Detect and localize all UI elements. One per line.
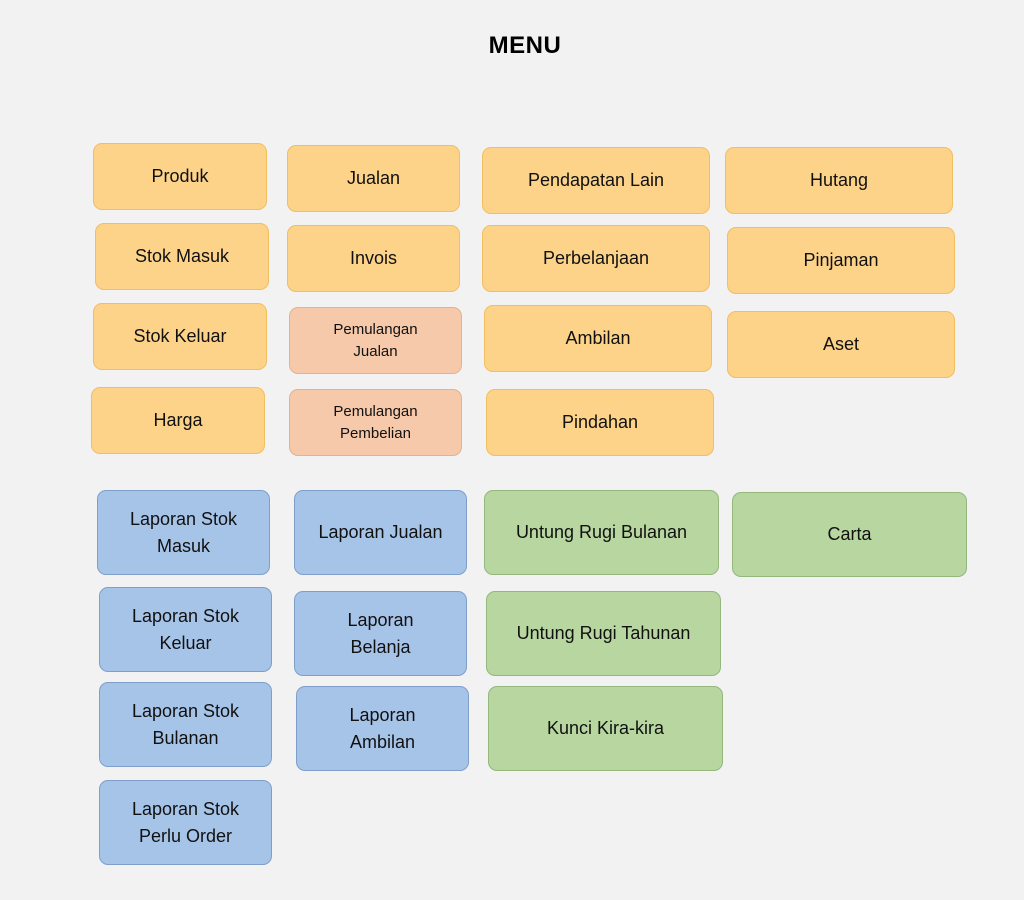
stok-keluar-button[interactable]: Stok Keluar <box>93 303 267 370</box>
laporan-jualan-button[interactable]: Laporan Jualan <box>294 490 467 575</box>
laporan-stok-keluar-button[interactable]: Laporan Stok Keluar <box>99 587 272 672</box>
laporan-stok-bulanan-button[interactable]: Laporan Stok Bulanan <box>99 682 272 767</box>
pindahan-label: Pindahan <box>561 412 639 432</box>
laporan-stok-masuk-label: Laporan Stok Masuk <box>129 508 238 556</box>
harga-label: Harga <box>153 410 203 430</box>
perbelanjaan-label: Perbelanjaan <box>542 248 650 268</box>
laporan-stok-masuk-button[interactable]: Laporan Stok Masuk <box>97 490 270 575</box>
harga-button[interactable]: Harga <box>91 387 265 454</box>
laporan-belanja-button[interactable]: Laporan Belanja <box>294 591 467 676</box>
stok-masuk-label: Stok Masuk <box>134 246 230 266</box>
laporan-stok-perlu-order-button[interactable]: Laporan Stok Perlu Order <box>99 780 272 865</box>
hutang-label: Hutang <box>809 170 869 190</box>
stok-masuk-button[interactable]: Stok Masuk <box>95 223 269 290</box>
aset-label: Aset <box>822 334 860 354</box>
pendapatan-lain-button[interactable]: Pendapatan Lain <box>482 147 710 214</box>
pemulangan-jualan-button[interactable]: Pemulangan Jualan <box>289 307 462 374</box>
aset-button[interactable]: Aset <box>727 311 955 378</box>
laporan-belanja-label: Laporan Belanja <box>347 609 414 657</box>
untung-rugi-tahunan-label: Untung Rugi Tahunan <box>516 623 691 643</box>
ambilan-button[interactable]: Ambilan <box>484 305 712 372</box>
pinjaman-label: Pinjaman <box>803 250 879 270</box>
laporan-ambilan-button[interactable]: Laporan Ambilan <box>296 686 469 771</box>
kunci-kira-kira-label: Kunci Kira-kira <box>546 718 665 738</box>
untung-rugi-bulanan-button[interactable]: Untung Rugi Bulanan <box>484 490 719 575</box>
untung-rugi-tahunan-button[interactable]: Untung Rugi Tahunan <box>486 591 721 676</box>
hutang-button[interactable]: Hutang <box>725 147 953 214</box>
kunci-kira-kira-button[interactable]: Kunci Kira-kira <box>488 686 723 771</box>
jualan-button[interactable]: Jualan <box>287 145 460 212</box>
laporan-ambilan-label: Laporan Ambilan <box>349 704 416 752</box>
page-title: MENU <box>488 32 562 59</box>
laporan-stok-keluar-label: Laporan Stok Keluar <box>131 605 240 653</box>
pemulangan-pembelian-label: Pemulangan Pembelian <box>333 402 418 442</box>
pemulangan-jualan-label: Pemulangan Jualan <box>333 320 418 360</box>
jualan-label: Jualan <box>346 168 401 188</box>
pindahan-button[interactable]: Pindahan <box>486 389 714 456</box>
laporan-jualan-label: Laporan Jualan <box>318 522 443 542</box>
carta-label: Carta <box>827 524 872 544</box>
pemulangan-pembelian-button[interactable]: Pemulangan Pembelian <box>289 389 462 456</box>
untung-rugi-bulanan-label: Untung Rugi Bulanan <box>515 522 688 542</box>
produk-label: Produk <box>151 166 209 186</box>
invois-label: Invois <box>349 248 398 268</box>
pendapatan-lain-label: Pendapatan Lain <box>527 170 665 190</box>
laporan-stok-bulanan-label: Laporan Stok Bulanan <box>131 700 240 748</box>
produk-button[interactable]: Produk <box>93 143 267 210</box>
carta-button[interactable]: Carta <box>732 492 967 577</box>
laporan-stok-perlu-order-label: Laporan Stok Perlu Order <box>131 798 240 846</box>
ambilan-label: Ambilan <box>565 328 631 348</box>
pinjaman-button[interactable]: Pinjaman <box>727 227 955 294</box>
perbelanjaan-button[interactable]: Perbelanjaan <box>482 225 710 292</box>
stok-keluar-label: Stok Keluar <box>133 326 227 346</box>
invois-button[interactable]: Invois <box>287 225 460 292</box>
